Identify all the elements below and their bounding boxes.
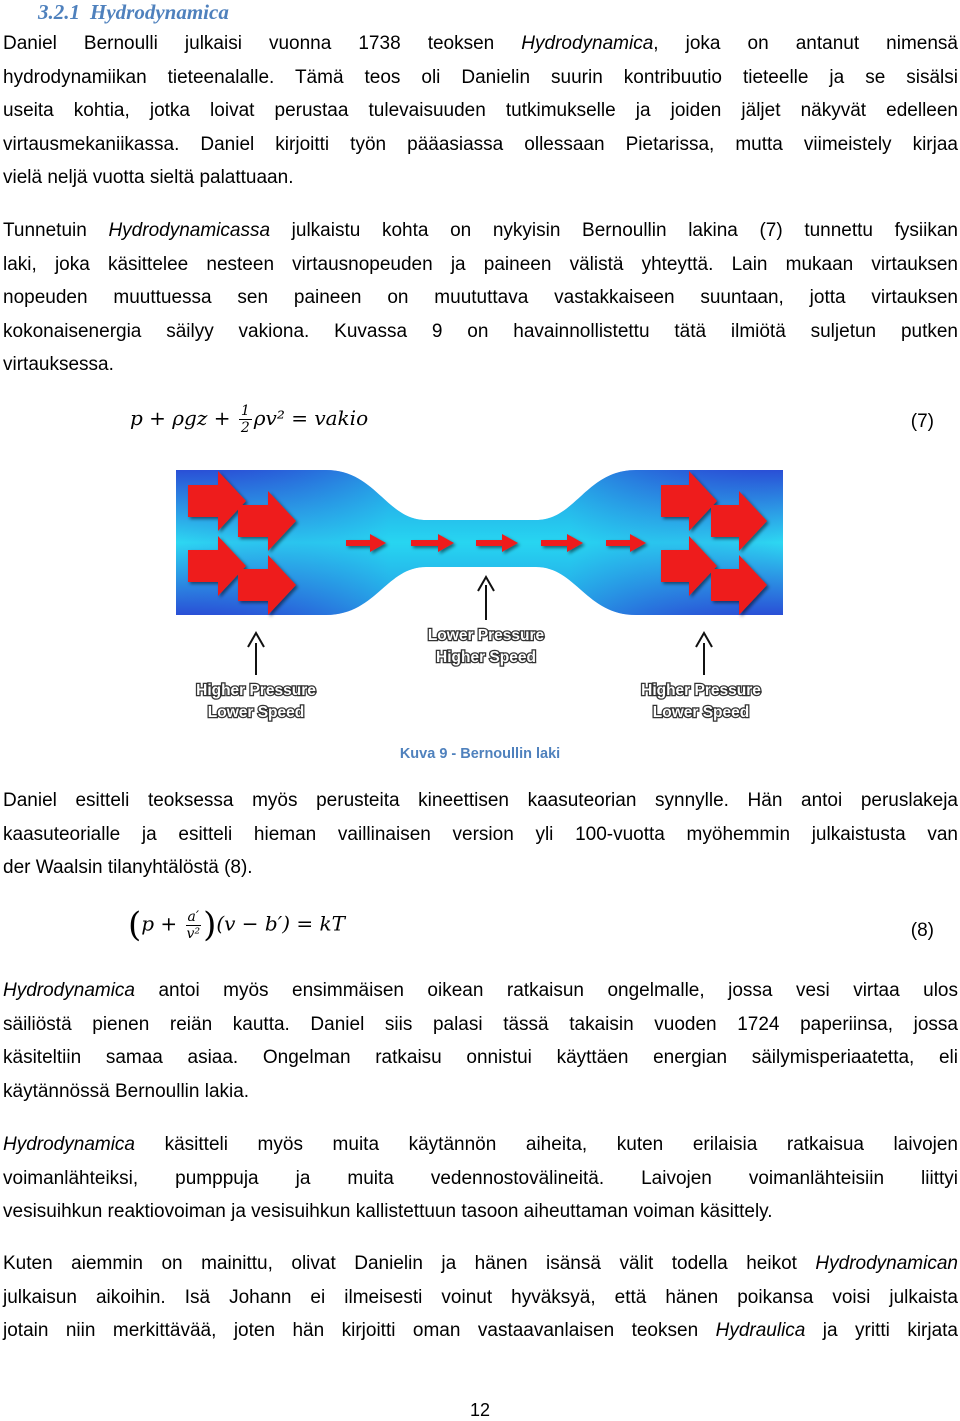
italic-text-run: Hydrodynamican [815, 1253, 958, 1274]
text-line: käytännössä Bernoullin lakia. [3, 1075, 958, 1109]
text-run: Daniel esitteli teoksessa myös perusteit… [3, 790, 958, 811]
figure-caption: Kuva 9 - Bernoullin laki [399, 746, 561, 762]
text-run: käytännössä Bernoullin lakia. [3, 1080, 250, 1102]
text-line: jotain niin merkittävää, joten hän kirjo… [3, 1314, 958, 1348]
arrow-mid-4 [541, 534, 583, 552]
text-line: Hydrodynamica antoi myös ensimmäisen oik… [3, 974, 958, 1008]
text-line: useita kohtia, jotka loivat perustaa tul… [3, 94, 958, 128]
paragraph-6: Kuten aiemmin on mainittu, olivat Daniel… [3, 1247, 958, 1348]
text-line: julkaisun aikoihin. Isä Johann ei ilmeis… [3, 1281, 958, 1315]
left-label-2: Lower Speed [208, 704, 304, 721]
paragraph-1: Daniel Bernoulli julkaisi vuonna 1738 te… [3, 27, 958, 195]
arrow-right-3 [661, 536, 717, 596]
paragraph-3: Daniel esitteli teoksessa myös perusteit… [3, 784, 958, 885]
paragraph-2: Tunnetuin Hydrodynamicassa julkaistu koh… [3, 214, 958, 382]
arrow-right-1 [661, 471, 717, 531]
text-line: virtauksessa. [3, 348, 958, 382]
text-line: laki, joka käsittelee nesteen virtausnop… [3, 248, 958, 282]
text-run: käsiteltiin samaa asiaa. Ongelman ratkai… [3, 1047, 958, 1068]
italic-text-run: Hydrodynamica [3, 980, 135, 1001]
text-run: julkaisun aikoihin. Isä Johann ei ilmeis… [3, 1286, 958, 1308]
section-number: 3.2.1 [38, 0, 80, 24]
arrow-mid-5 [606, 534, 646, 552]
text-run: jotain niin merkittävää, joten hän kirjo… [3, 1320, 716, 1341]
fraction-a-v2: a′v² [185, 908, 202, 942]
arrow-left-1 [188, 471, 246, 531]
text-line: hydrodynamiikan tieteenalalle. Tämä teos… [3, 61, 958, 95]
italic-text-run: Hydraulica [715, 1320, 806, 1341]
italic-text-run: Hydrodynamicassa [108, 220, 271, 241]
text-run: laki, joka käsittelee nesteen virtausnop… [3, 253, 958, 275]
equation-8: (p + a′v²)(v − b′) = kT [128, 905, 345, 945]
text-run: der Waalsin tilanyhtälöstä (8). [3, 857, 253, 878]
text-run: , joka on antanut nimensä [653, 33, 958, 54]
text-run: ja yritti kirjata [805, 1320, 959, 1341]
text-line: Tunnetuin Hydrodynamicassa julkaistu koh… [3, 214, 958, 248]
text-line: nopeuden muuttuessa sen paineen on muutu… [3, 281, 958, 315]
page-number: 12 [469, 1400, 491, 1420]
text-run: käsitteli myös muita käytännön aiheita, … [135, 1134, 958, 1155]
text-line: säiliöstä pienen reiän kautta. Daniel si… [3, 1008, 958, 1042]
italic-text-run: Hydrodynamica [3, 1134, 135, 1155]
text-run: virtauksessa. [3, 354, 114, 375]
section-heading: 3.2.1 Hydrodynamica [38, 0, 229, 25]
text-run: Kuten aiemmin on mainittu, olivat Daniel… [3, 1253, 816, 1274]
text-line: kokonaisenergia säilyy vakiona. Kuvassa … [3, 315, 958, 349]
text-line: Hydrodynamica käsitteli myös muita käytä… [3, 1128, 958, 1162]
arrow-right-4 [711, 555, 767, 615]
text-run: nopeuden muuttuessa sen paineen on muutu… [3, 287, 958, 308]
bernoulli-figure: Lower Pressure Higher Speed Higher Press… [176, 470, 783, 722]
text-run: voimanlähteiksi, pumppuja ja muita veden… [3, 1167, 958, 1189]
text-run: vielä neljä vuotta sieltä palattuaan. [3, 167, 294, 188]
arrow-left-4 [238, 555, 296, 615]
arrow-mid-3 [476, 534, 518, 552]
right-label-2: Lower Speed [653, 704, 749, 721]
pressure-pointers [247, 574, 713, 675]
text-run: kaasuteorialle ja esitteli hieman vailli… [3, 823, 958, 845]
arrow-mid-1 [346, 534, 386, 552]
text-line: vielä neljä vuotta sieltä palattuaan. [3, 161, 958, 195]
text-line: der Waalsin tilanyhtälöstä (8). [3, 851, 958, 885]
text-run: julkaistu kohta on nykyisin Bernoullin l… [270, 220, 958, 241]
arrow-mid-2 [411, 534, 454, 552]
text-run: hydrodynamiikan tieteenalalle. Tämä teos… [3, 66, 958, 88]
left-label-1: Higher Pressure [196, 682, 316, 699]
right-label-1: Higher Pressure [641, 682, 761, 699]
text-run: Daniel Bernoulli julkaisi vuonna 1738 te… [3, 33, 522, 54]
flow-arrows [188, 471, 767, 615]
mid-label-2: Higher Speed [436, 649, 536, 666]
text-line: Daniel esitteli teoksessa myös perusteit… [3, 784, 958, 818]
text-run: antoi myös ensimmäisen oikean ratkaisun … [135, 980, 958, 1001]
equation-number-7: (7) [910, 411, 934, 432]
text-line: virtausmekaniikassa. Daniel kirjoitti ty… [3, 128, 958, 162]
text-line: Kuten aiemmin on mainittu, olivat Daniel… [3, 1247, 958, 1281]
text-run: virtausmekaniikassa. Daniel kirjoitti ty… [3, 133, 958, 155]
text-line: Daniel Bernoulli julkaisi vuonna 1738 te… [3, 27, 958, 61]
text-run: kokonaisenergia säilyy vakiona. Kuvassa … [3, 320, 958, 342]
text-line: vesisuihkun reaktiovoiman ja vesisuihkun… [3, 1195, 958, 1229]
arrow-left-3 [188, 536, 246, 596]
section-title: Hydrodynamica [90, 0, 229, 24]
paragraph-5: Hydrodynamica käsitteli myös muita käytä… [3, 1128, 958, 1229]
text-run: vesisuihkun reaktiovoiman ja vesisuihkun… [3, 1201, 773, 1222]
text-run: säiliöstä pienen reiän kautta. Daniel si… [3, 1013, 958, 1035]
italic-text-run: Hydrodynamica [521, 33, 654, 54]
mid-label-1: Lower Pressure [428, 627, 545, 644]
paragraph-4: Hydrodynamica antoi myös ensimmäisen oik… [3, 974, 958, 1108]
text-line: kaasuteorialle ja esitteli hieman vailli… [3, 818, 958, 852]
arrow-right-2 [711, 491, 767, 551]
arrow-left-2 [238, 491, 296, 551]
text-line: voimanlähteiksi, pumppuja ja muita veden… [3, 1162, 958, 1196]
text-run: Tunnetuin [3, 220, 109, 241]
text-line: käsiteltiin samaa asiaa. Ongelman ratkai… [3, 1041, 958, 1075]
equation-number-8: (8) [910, 920, 934, 941]
text-run: useita kohtia, jotka loivat perustaa tul… [3, 100, 958, 121]
